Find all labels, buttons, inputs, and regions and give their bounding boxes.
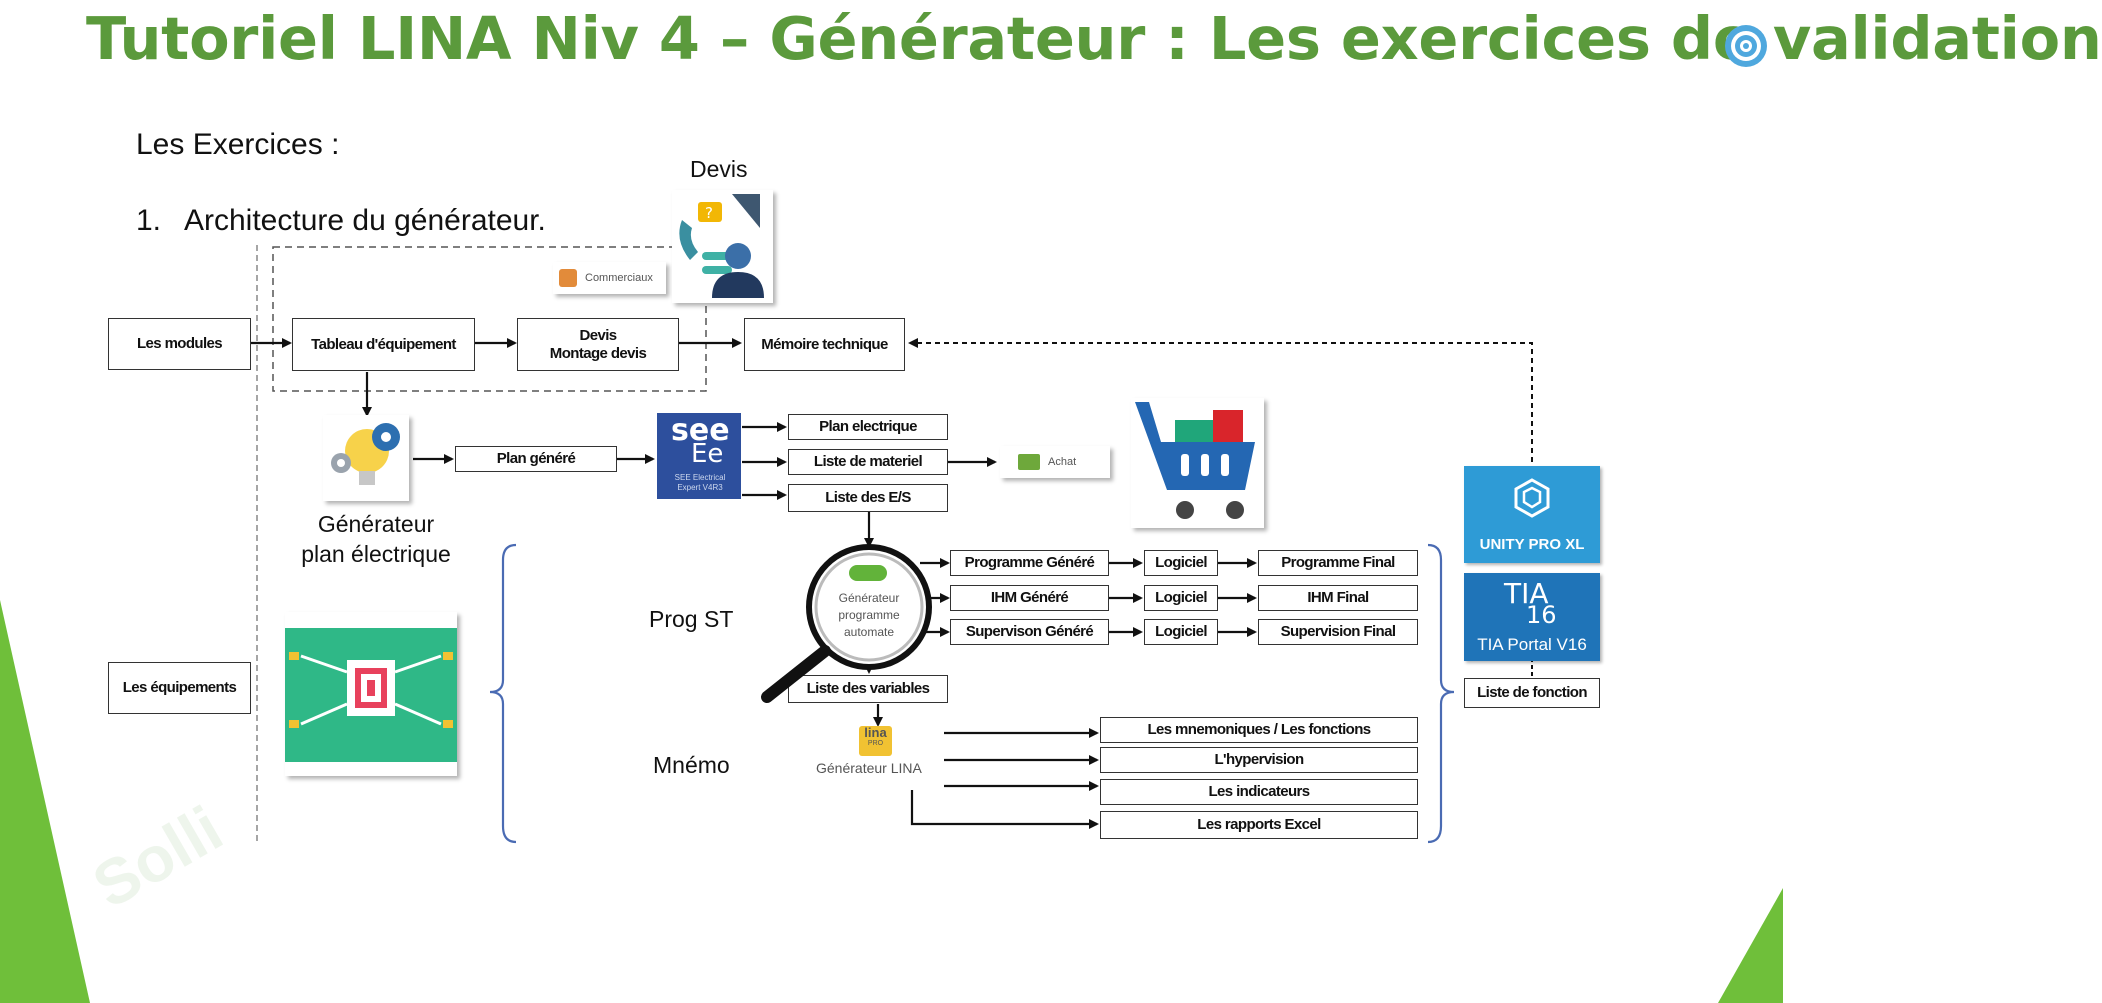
box-plan-genere: Plan généré [455,446,617,472]
label-generateur-lina: Générateur LINA [816,760,922,776]
see-caption-line2: Expert V4R3 [677,483,723,492]
label-generateur-plan-line2: plan électrique [301,541,451,567]
commerciaux-chip: Commerciaux [553,262,666,294]
unity-cube-icon [1514,478,1550,518]
right-green-triangle [1718,888,1783,1003]
box-logiciel-3: Logiciel [1144,619,1218,645]
gen-programme-line1: Générateur [839,591,900,605]
circuit-board-icon [285,612,457,776]
box-hypervision: L'hypervision [1100,747,1418,773]
tia-label: TIA Portal V16 [1477,635,1587,654]
tia-logo-top: TIA [1504,577,1549,610]
box-tableau-equipement: Tableau d'équipement [292,318,475,371]
gen-programme-line2: programme [838,608,900,622]
devis-line2: Montage devis [549,344,647,362]
box-logiciel-2: Logiciel [1144,585,1218,611]
see-logo-top: see [671,413,730,448]
commerciaux-label: Commerciaux [585,272,653,284]
box-plan-electrique: Plan electrique [788,414,948,440]
achat-chip: Achat [1000,446,1110,478]
box-liste-materiel: Liste de materiel [788,449,948,475]
magnifier-icon: Générateur programme automate [761,544,932,703]
label-prog-st: Prog ST [649,606,734,632]
box-ihm-final: IHM Final [1258,585,1418,611]
box-mnemoniques: Les mnemoniques / Les fonctions [1100,717,1418,743]
diagram-connectors [250,245,1533,844]
box-devis: Devis Montage devis [517,318,679,371]
money-icon [1018,454,1040,470]
slide: Solli Tutoriel LINA Niv 4 – Générateur :… [0,4,2102,1003]
list-item-text: Architecture du générateur. [184,204,546,237]
box-programme-final: Programme Final [1258,550,1418,576]
slide-decoration [0,600,1783,1003]
label-generateur-plan-line1: Générateur [317,511,435,537]
shopping-cart-icon [1131,398,1264,528]
box-liste-es: Liste des E/S [788,484,948,512]
devis-line1: Devis [579,326,617,344]
tia-portal-logo: TIA 16 TIA Portal V16 [1464,573,1600,661]
see-electrical-logo: see Ee SEE Electrical Expert V4R3 [657,413,741,499]
label-generateur-plan: Générateur plan électrique [284,509,468,569]
briefcase-icon [559,269,577,287]
see-logo-bottom: Ee [691,439,724,469]
box-liste-variables: Liste des variables [788,675,948,703]
list-number: 1. [136,204,162,237]
box-rapports-excel: Les rapports Excel [1100,811,1418,839]
box-programme-genere: Programme Généré [950,550,1109,576]
lightbulb-gear-icon [323,415,409,501]
unity-pro-xl-logo: UNITY PRO XL [1464,466,1600,563]
box-supervision-final: Supervision Final [1258,619,1418,645]
box-memoire-technique: Mémoire technique [744,318,905,371]
see-caption-line1: SEE Electrical [674,473,726,482]
target-icon [1725,25,1767,67]
section-heading: Les Exercices : [136,128,340,161]
box-liste-fonction: Liste de fonction [1464,678,1600,708]
tia-logo-num: 16 [1526,601,1557,629]
box-indicateurs: Les indicateurs [1100,779,1418,805]
see-caption: SEE Electrical Expert V4R3 [661,473,739,493]
box-les-equipements: Les équipements [108,662,251,714]
label-devis: Devis [690,156,748,182]
box-supervision-genere: Supervison Généré [950,619,1109,645]
devis-icon: ? [672,190,773,303]
svg-text:?: ? [705,204,713,222]
box-les-modules: Les modules [108,318,251,370]
left-green-triangle [0,600,90,1003]
lina-logo-sub: PRO [867,740,884,747]
gen-programme-line3: automate [844,625,894,639]
label-mnemo: Mnémo [653,752,730,778]
lina-logo-text: lina [864,725,887,740]
unity-label: UNITY PRO XL [1479,536,1585,553]
box-logiciel-1: Logiciel [1144,550,1218,576]
lina-logo-icon: lina PRO [859,726,892,756]
page-title: Tutoriel LINA Niv 4 – Générateur : Les e… [86,4,2102,73]
box-ihm-genere: IHM Généré [950,585,1109,611]
achat-label: Achat [1048,456,1077,468]
